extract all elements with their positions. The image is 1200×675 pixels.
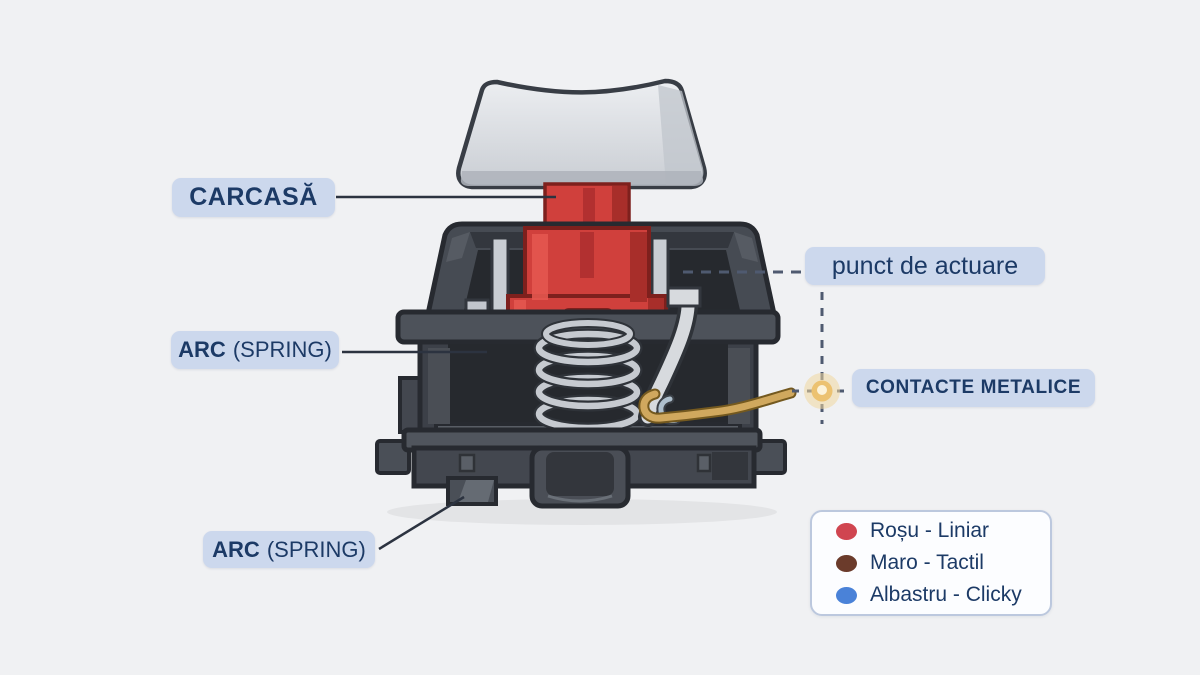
legend-item-tactile: Maro - Tactil [836,551,1050,575]
gold-contact [638,387,797,424]
actuation-point-glow-dot [804,373,840,409]
red-dot-icon [836,522,857,540]
label-arc-left-strong: ARC [178,337,226,362]
legend-item-clicky: Albastru - Clicky [836,583,1050,607]
legend-item-linear: Roșu - Liniar [836,519,1050,543]
blue-dot-icon [836,586,857,604]
switch-type-legend: Roșu - Liniar Maro - Tactil Albastru - C… [810,510,1052,616]
label-arc-bottom-rest: (SPRING) [266,536,366,562]
label-punct-de-actuare: punct de actuare [805,247,1045,285]
label-punct-text: punct de actuare [831,251,1019,280]
label-arc-spring-left: ARC (SPRING) [171,331,339,369]
label-carcasa: CARCASĂ [172,178,335,217]
legend-item-label: Albastru - Clicky [870,583,1022,606]
label-arc-left-rest: (SPRING) [232,337,332,362]
brown-dot-icon [836,554,857,572]
arc-bottom-leader-line [378,495,465,551]
label-contacte-metalice: CONTACTE METALICE [852,369,1095,407]
legend-item-label: Roșu - Liniar [870,519,990,542]
switch-base [375,427,787,509]
label-carcasa-text: CARCASĂ [189,183,318,211]
label-arc-bottom-strong: ARC [212,536,260,562]
keycap [456,78,707,190]
label-arc-spring-bottom: ARC (SPRING) [203,531,375,568]
spring-coil [533,318,643,434]
legend-item-label: Maro - Tactil [870,551,984,574]
label-contacte-text: CONTACTE METALICE [865,377,1082,398]
